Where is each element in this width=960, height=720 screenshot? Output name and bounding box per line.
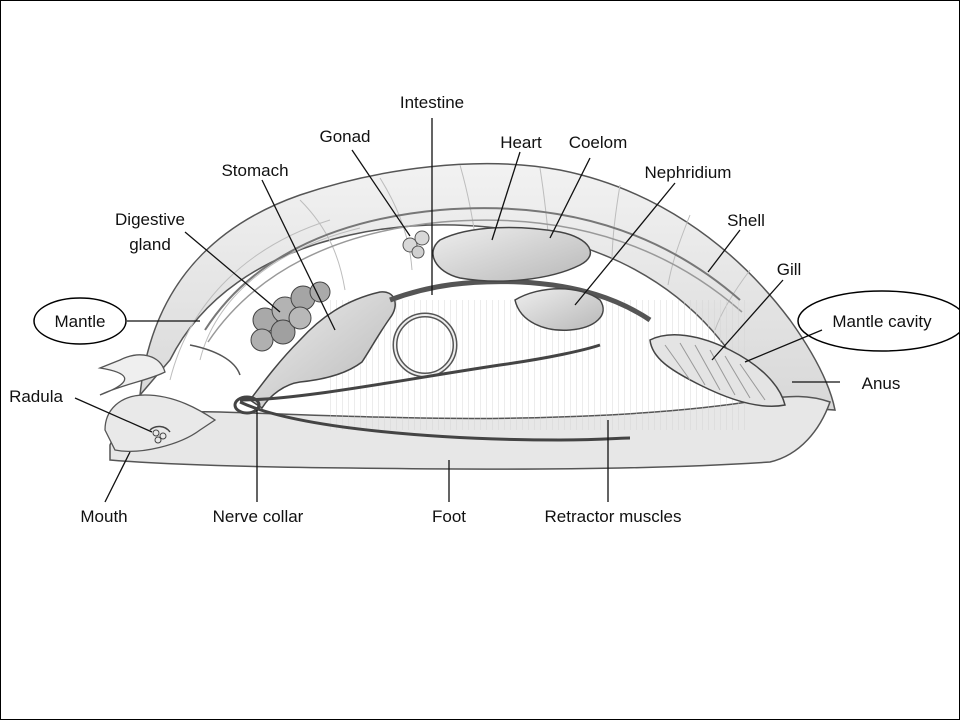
label-retractor-muscles: Retractor muscles [545,507,682,526]
label-coelom: Coelom [569,133,628,152]
label-radula: Radula [9,387,63,406]
label-digestive-gland-line2: gland [129,235,171,254]
label-gill: Gill [777,260,802,279]
label-stomach: Stomach [221,161,288,180]
label-mantle: Mantle [54,312,105,331]
label-gonad: Gonad [319,127,370,146]
label-anus: Anus [862,374,901,393]
gonad [403,231,429,258]
label-intestine: Intestine [400,93,464,112]
label-foot: Foot [432,507,466,526]
label-nephridium: Nephridium [645,163,732,182]
label-mouth: Mouth [80,507,127,526]
label-heart: Heart [500,133,542,152]
label-shell: Shell [727,211,765,230]
label-nerve-collar: Nerve collar [213,507,304,526]
label-mantle-cavity: Mantle cavity [832,312,932,331]
heart [433,227,590,281]
label-digestive-gland-line1: Digestive [115,210,185,229]
